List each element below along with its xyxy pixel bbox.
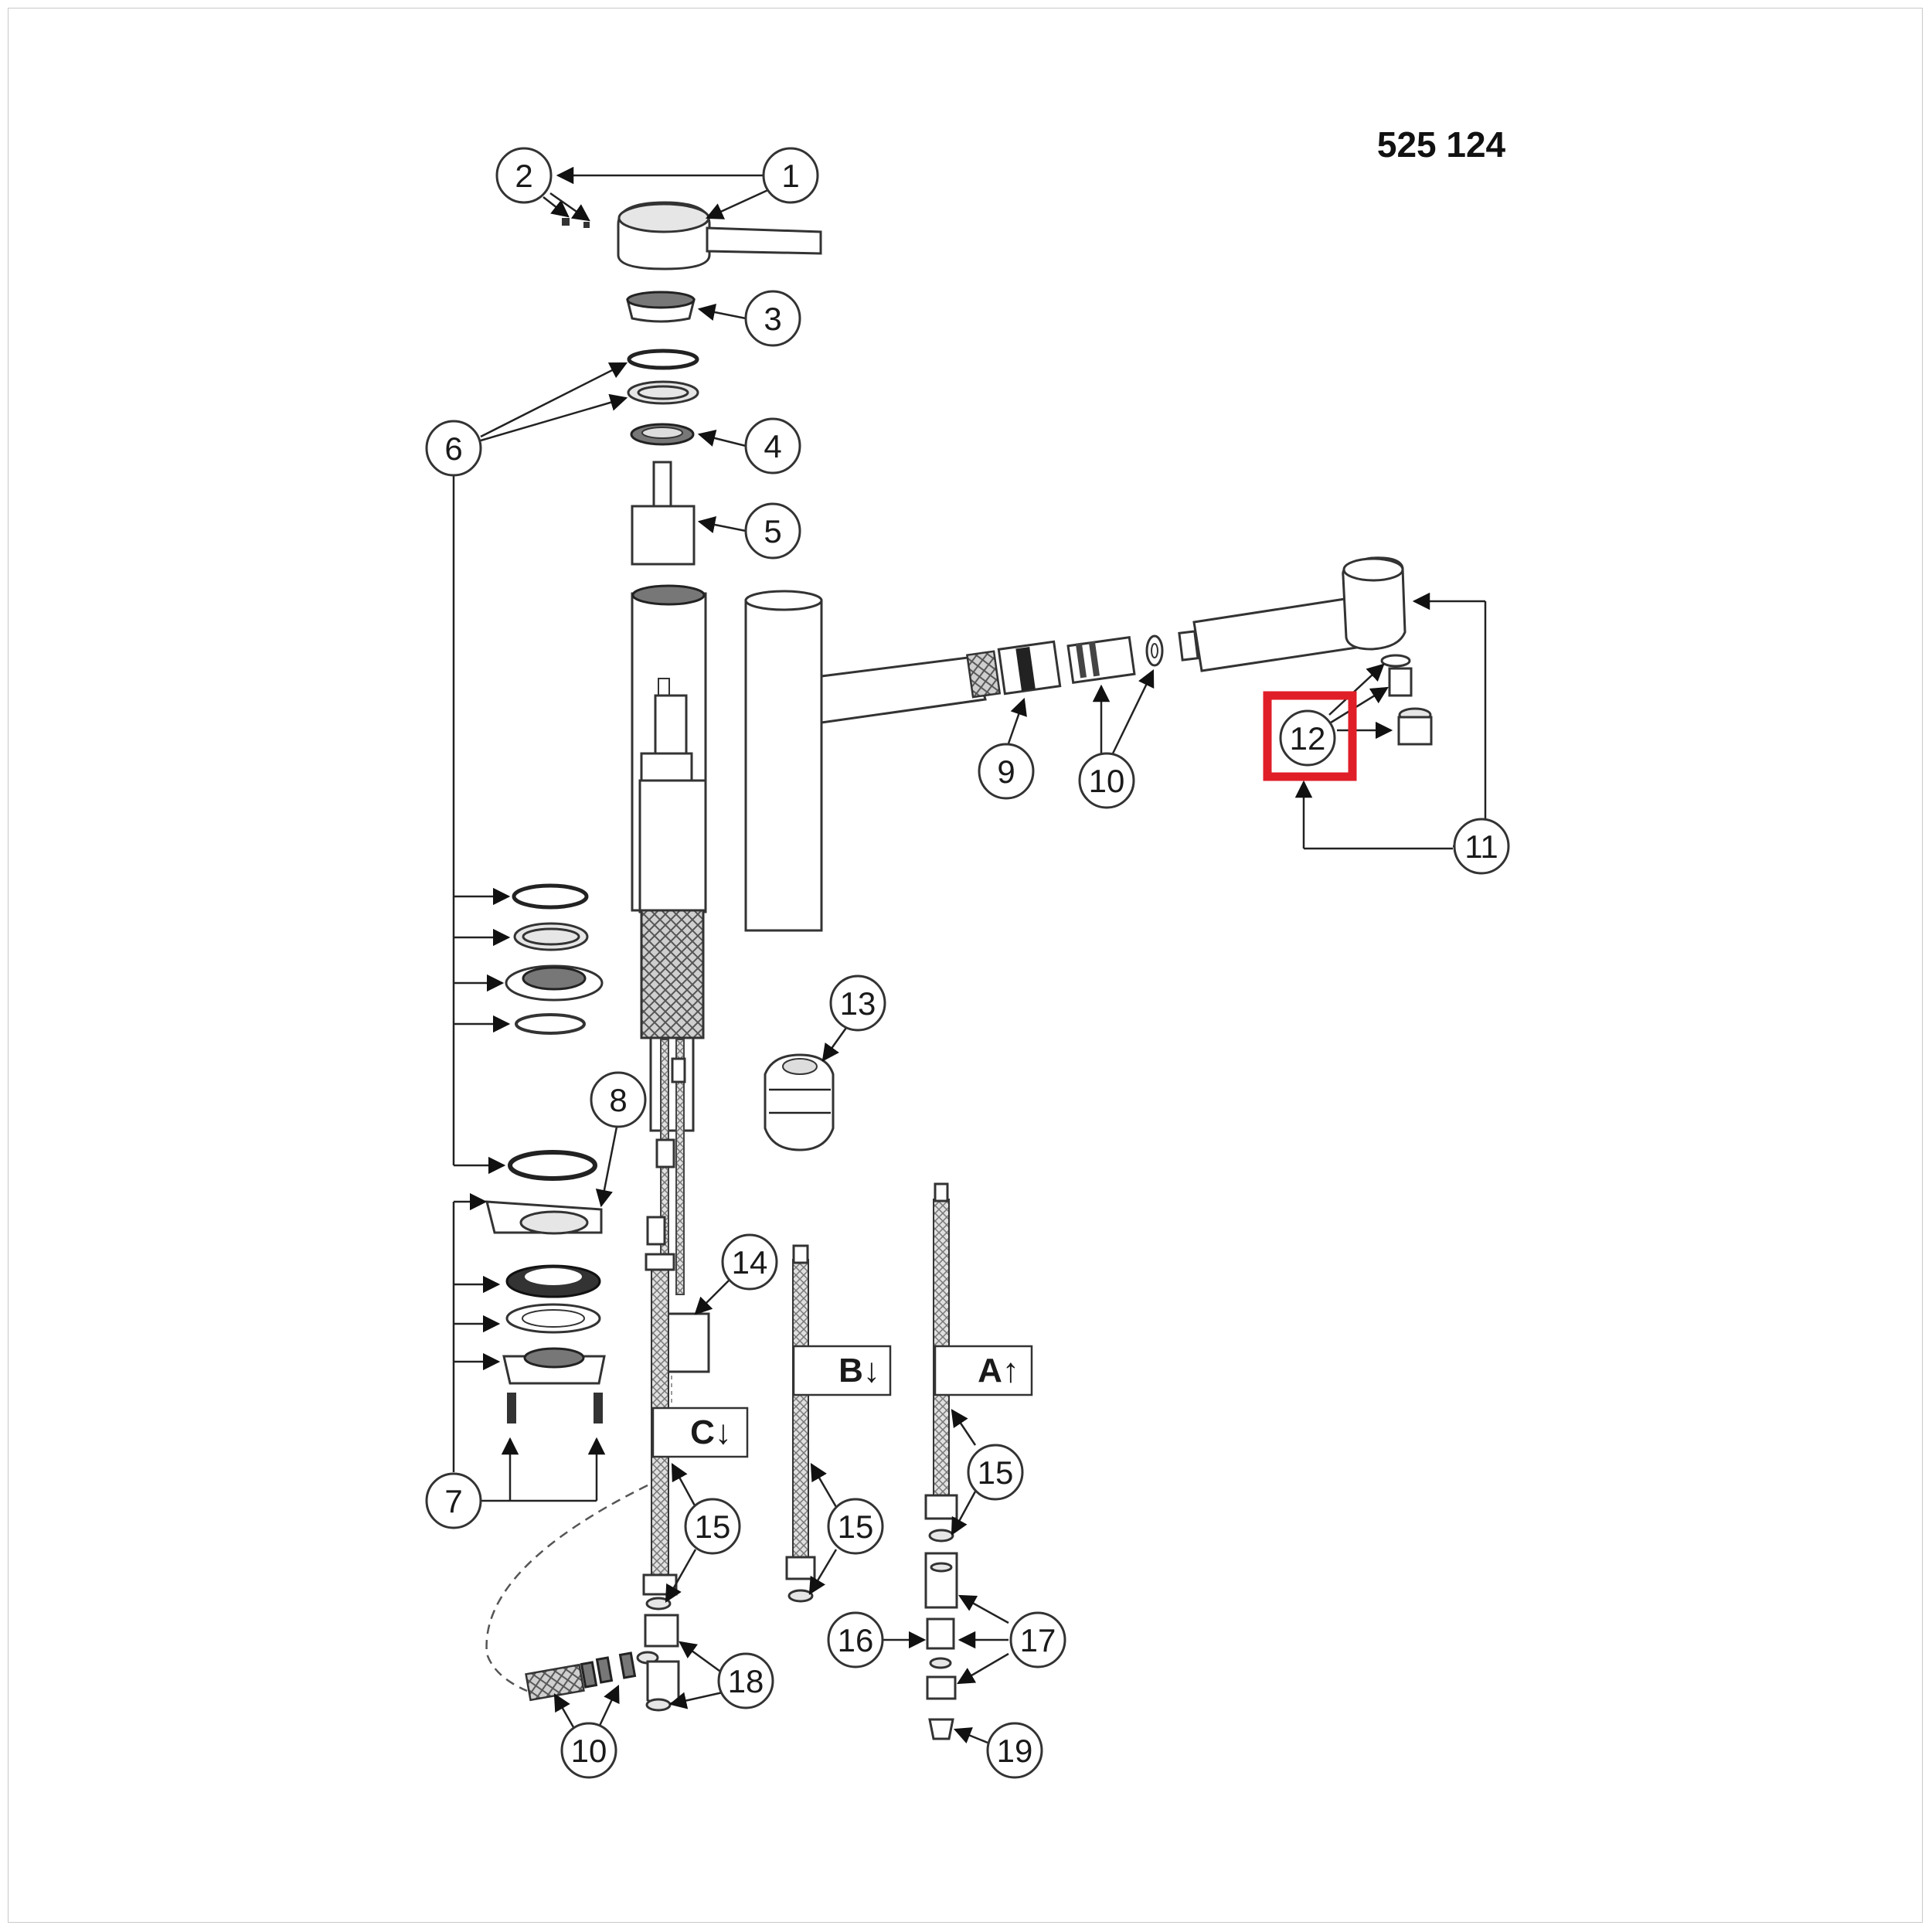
svg-text:15: 15 (838, 1509, 874, 1545)
spray-head (1178, 556, 1406, 672)
svg-text:A↑: A↑ (978, 1352, 1019, 1389)
callout-7: 7 (425, 1472, 482, 1529)
svg-text:5: 5 (764, 513, 781, 549)
callout-4: 4 (744, 417, 801, 474)
cartridge (631, 461, 696, 566)
callout-10-lower: 10 (560, 1722, 617, 1779)
hose-label-c: C↓ (651, 1406, 749, 1458)
hose-label-b: B↓ (792, 1345, 892, 1396)
svg-text:15: 15 (695, 1509, 731, 1545)
svg-text:8: 8 (609, 1082, 627, 1118)
callout-8: 8 (590, 1071, 647, 1128)
svg-text:4: 4 (764, 428, 781, 464)
svg-text:12: 12 (1290, 720, 1326, 757)
callout-15-middle: 15 (827, 1498, 884, 1555)
svg-text:C↓: C↓ (690, 1413, 732, 1451)
flow-restrictor (764, 1053, 835, 1151)
callout-6: 6 (425, 420, 482, 477)
svg-text:15: 15 (978, 1454, 1014, 1491)
callout-19: 19 (986, 1722, 1043, 1779)
model-number: 525 124 (1377, 124, 1506, 165)
callout-14: 14 (721, 1233, 778, 1291)
callout-2: 2 (495, 147, 553, 204)
callout-5: 5 (744, 502, 801, 560)
svg-text:B↓: B↓ (838, 1352, 880, 1389)
callout-12: 12 (1279, 709, 1336, 767)
callout-12-highlight-box (1263, 691, 1357, 781)
grub-screws (562, 218, 590, 228)
svg-text:19: 19 (997, 1733, 1033, 1769)
check-valve-seals (1066, 634, 1164, 685)
callout-18: 18 (717, 1652, 774, 1709)
callout-1: 1 (762, 147, 819, 204)
svg-text:1: 1 (781, 158, 799, 194)
callouts: 1 2 3 4 5 6 7 8 9 10 10 11 12 13 14 15 1… (425, 147, 1510, 1779)
spout-tube (744, 590, 1002, 932)
svg-text:2: 2 (515, 158, 532, 194)
hose-coupling (997, 640, 1062, 696)
supply-hose-b (785, 1244, 816, 1603)
svg-text:9: 9 (997, 753, 1015, 790)
callout-15-right: 15 (967, 1444, 1024, 1501)
svg-text:10: 10 (1089, 763, 1125, 799)
leader-lines (452, 166, 1487, 1744)
clamping-ring (630, 423, 695, 446)
svg-text:11: 11 (1464, 828, 1498, 865)
lever-handle (617, 201, 822, 270)
svg-text:14: 14 (732, 1244, 768, 1281)
callout-17: 17 (1009, 1611, 1066, 1668)
svg-text:7: 7 (444, 1483, 462, 1519)
base-seals (485, 1150, 606, 1423)
aerator-parts (1380, 654, 1433, 746)
faucet-body (631, 584, 710, 1406)
supply-hose-a (924, 1182, 958, 1740)
callout-9: 9 (978, 743, 1035, 800)
svg-text:18: 18 (728, 1663, 764, 1699)
callout-15-left: 15 (684, 1498, 741, 1555)
cap-nut (626, 291, 696, 323)
mounting-rings (505, 883, 604, 1035)
svg-text:6: 6 (444, 430, 462, 467)
svg-text:17: 17 (1020, 1622, 1056, 1658)
svg-text:10: 10 (571, 1733, 607, 1769)
svg-text:3: 3 (764, 301, 781, 337)
hose-label-a: A↑ (934, 1345, 1033, 1396)
callout-11: 11 (1453, 818, 1510, 875)
callout-10-upper: 10 (1078, 752, 1135, 809)
callout-13: 13 (829, 975, 886, 1032)
callout-16: 16 (827, 1611, 884, 1668)
upper-o-rings (627, 349, 699, 405)
callout-3: 3 (744, 290, 801, 347)
svg-text:13: 13 (840, 985, 876, 1022)
diverter-assembly (485, 1484, 680, 1712)
svg-text:16: 16 (838, 1622, 874, 1658)
